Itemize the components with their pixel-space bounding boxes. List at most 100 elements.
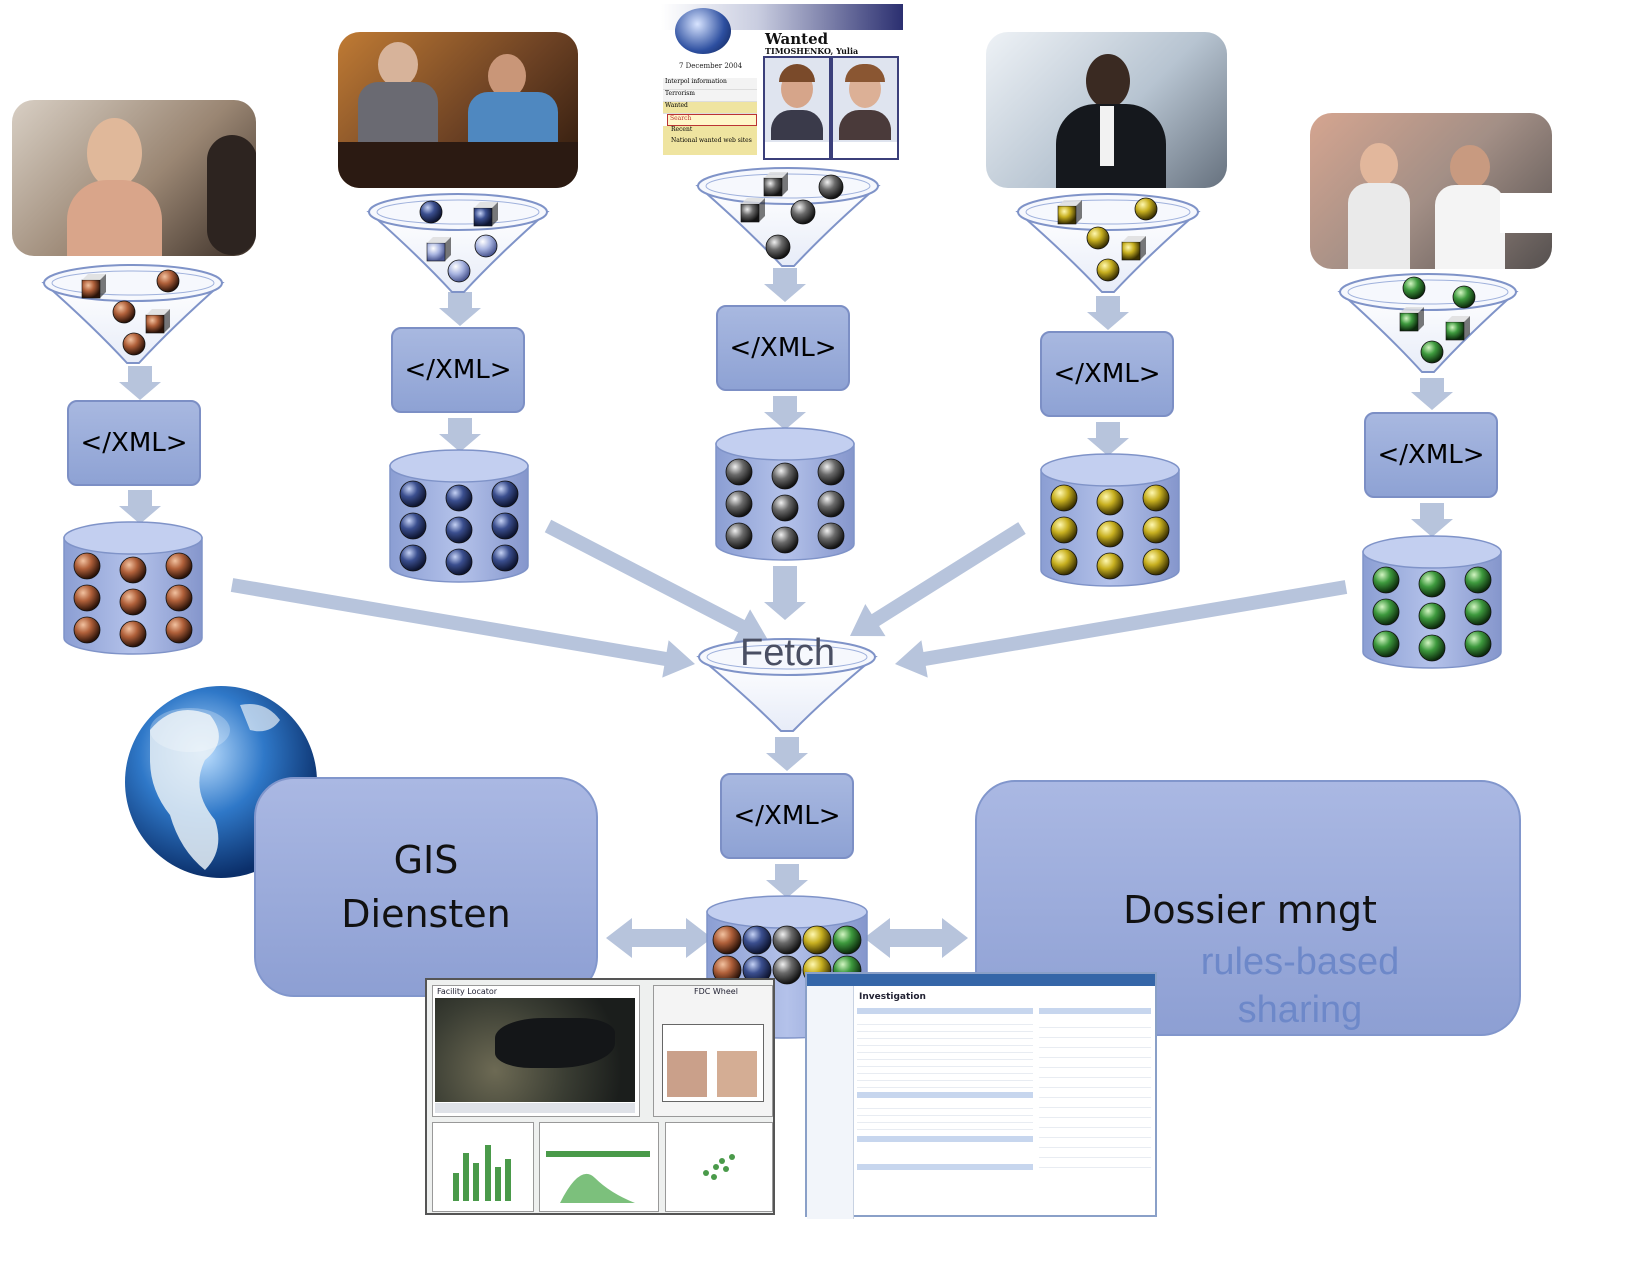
- wanted-notice-card: Wanted TIMOSHENKO, Yulia 7 December 2004…: [661, 4, 903, 164]
- database-source-3: [715, 427, 855, 561]
- dossier-subtitle-line1: rules-based: [1200, 941, 1400, 983]
- fetch-label: Fetch: [740, 632, 836, 674]
- database-source-1-ball-0-1: [119, 556, 147, 584]
- database-source-4-ball-1-1: [1096, 520, 1124, 548]
- funnel-source-4-body: [1015, 211, 1201, 293]
- cube-2a-top: [474, 202, 498, 208]
- arrow-db2-to-fetch-shape: [544, 519, 768, 644]
- cube-5a-front: [1399, 312, 1419, 332]
- database-source-4-ball-0-2: [1142, 484, 1170, 512]
- database-source-2: [389, 449, 529, 583]
- database-source-1-ball-1-2: [165, 584, 193, 612]
- central-ball-0-0: [712, 925, 742, 955]
- gis-dashboard-screenshot: Facility Locator FDC Wheel: [425, 978, 775, 1215]
- arrow-db5-to-fetch: [894, 580, 1348, 678]
- cube-4a-side: [1076, 200, 1082, 224]
- globe-continent-north: [240, 704, 280, 732]
- funnel-source-1-rim: [43, 264, 223, 302]
- ball-3c: [765, 234, 791, 260]
- ball-3a: [818, 174, 844, 200]
- database-source-4-ball-2-0: [1050, 548, 1078, 576]
- ball-3b: [790, 199, 816, 225]
- database-source-5-ball-1-0: [1372, 598, 1400, 626]
- funnel-source-2-inner-rim: [376, 199, 540, 225]
- menu-item[interactable]: Recent: [663, 126, 757, 137]
- cube-5b-side: [1464, 316, 1470, 340]
- cube-5a-side: [1418, 307, 1424, 331]
- database-source-1-ball-2-2: [165, 616, 193, 644]
- cube-4b-top: [1122, 236, 1146, 242]
- cube-1a-top: [82, 274, 106, 280]
- arrow-funnel4-to-xml4: [1087, 296, 1129, 330]
- arrow-db3-to-fetch: [764, 566, 806, 620]
- cube-3b-side: [759, 198, 765, 222]
- wanted-date: 7 December 2004: [679, 62, 743, 70]
- database-source-1-ball-0-2: [165, 552, 193, 580]
- fetch-funnel-body: [696, 656, 878, 732]
- arrow-central-db-to-dossier: [864, 918, 968, 958]
- database-source-5-ball-0-0: [1372, 566, 1400, 594]
- fetch-funnel-inner-rim: [706, 644, 868, 670]
- database-source-2-ball-0-0: [399, 480, 427, 508]
- arrow-db2-to-fetch: [544, 519, 768, 644]
- investigation-title: Investigation: [859, 992, 926, 1002]
- central-ball-0-4: [832, 925, 862, 955]
- database-source-5-top: [1362, 535, 1502, 569]
- database-source-2-ball-2-0: [399, 544, 427, 572]
- database-source-1-ball-0-0: [73, 552, 101, 580]
- cube-1b-front: [145, 314, 165, 334]
- menu-item[interactable]: Terrorism: [663, 90, 757, 102]
- menu-item[interactable]: Search: [667, 114, 757, 126]
- database-source-5-ball-1-1: [1418, 602, 1446, 630]
- funnel-source-5: [1337, 273, 1519, 373]
- central-ball-1-2: [772, 955, 802, 985]
- database-source-5-ball-2-1: [1418, 634, 1446, 662]
- ball-5c: [1420, 340, 1444, 364]
- ball-1c: [122, 332, 146, 356]
- funnel-source-5-rim: [1339, 273, 1517, 311]
- xml-box-source-4: </XML>: [1040, 331, 1174, 417]
- database-source-4-ball-2-2: [1142, 548, 1170, 576]
- menu-item[interactable]: Wanted: [663, 102, 757, 114]
- globe-highlight: [150, 708, 230, 752]
- ball-1b: [112, 300, 136, 324]
- central-database-top: [706, 895, 868, 929]
- database-source-3-ball-1-1: [771, 494, 799, 522]
- photo-cafe-scene: [12, 100, 256, 256]
- database-source-1-ball-2-0: [73, 616, 101, 644]
- chart-panel-scatter: [665, 1122, 773, 1212]
- database-source-3-ball-0-0: [725, 458, 753, 486]
- ball-2b: [474, 234, 498, 258]
- funnel-source-5-body: [1337, 291, 1519, 373]
- menu-item[interactable]: National wanted web sites: [663, 137, 757, 155]
- cube-1a-front: [81, 279, 101, 299]
- xml-box-source-1: </XML>: [67, 400, 201, 486]
- database-source-4-ball-0-0: [1050, 484, 1078, 512]
- database-source-2-ball-0-2: [491, 480, 519, 508]
- cube-1b-top: [146, 309, 170, 315]
- arrow-db5-to-fetch-shape: [894, 580, 1348, 678]
- cube-3a-top: [764, 172, 788, 178]
- ball-4c: [1096, 258, 1120, 282]
- chart-panel-population: [432, 1122, 534, 1212]
- xml-box-source-5: </XML>: [1364, 412, 1498, 498]
- gis-panel[interactable]: [254, 777, 598, 997]
- cube-4b-side: [1140, 236, 1146, 260]
- cube-5a-top: [1400, 307, 1424, 313]
- ball-5a: [1402, 276, 1426, 300]
- database-source-3-ball-1-0: [725, 490, 753, 518]
- arrow-gis-to-central-db: [606, 918, 712, 958]
- menu-item[interactable]: Interpol information: [663, 78, 757, 90]
- cube-4b-front: [1121, 241, 1141, 261]
- database-source-3-ball-0-1: [771, 462, 799, 490]
- arrow-funnel2-to-xml2: [439, 292, 481, 326]
- funnel-source-4-inner-rim: [1025, 199, 1191, 225]
- cube-2b: [426, 237, 451, 262]
- database-source-3-top: [715, 427, 855, 461]
- xml-box-source-2: </XML>: [391, 327, 525, 413]
- central-ball-0-2: [772, 925, 802, 955]
- database-source-1-ball-1-0: [73, 584, 101, 612]
- cube-2b-top: [427, 237, 451, 243]
- ball-4a: [1134, 197, 1158, 221]
- database-source-3-ball-2-1: [771, 526, 799, 554]
